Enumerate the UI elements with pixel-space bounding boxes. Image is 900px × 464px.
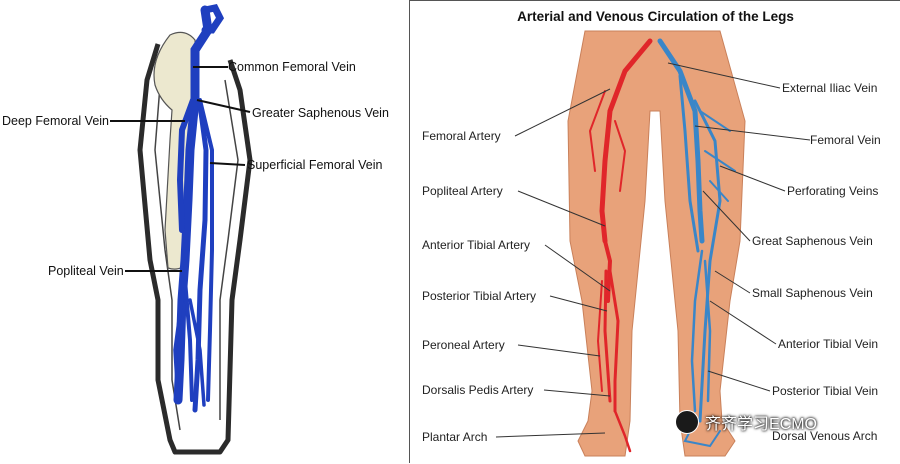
label-posterior-tibial-vein: Posterior Tibial Vein (772, 384, 879, 398)
popliteal-branch-3 (173, 288, 185, 402)
label-common-femoral-vein: Common Femoral Vein (228, 60, 356, 74)
label-femoral-vein: Femoral Vein (810, 133, 881, 147)
peroneal-artery-path (596, 280, 603, 392)
leg-outline-inner-2 (219, 79, 239, 420)
wechat-logo-icon (675, 410, 699, 434)
femoral-vein-path (678, 74, 700, 253)
superficial-femoral-vein-path (192, 102, 209, 413)
legs-skin (567, 30, 746, 457)
vein-group-right (657, 38, 736, 448)
leg-outline (137, 43, 253, 455)
label-dorsalis-pedis-artery: Dorsalis Pedis Artery (422, 383, 534, 397)
right-circulation-diagram: Arterial and Venous Circulation of the L… (409, 0, 900, 463)
small-saphenous-vein-path (690, 249, 704, 413)
watermark: 齐齐学习ECMO (675, 410, 817, 434)
watermark-text: 齐齐学习ECMO (705, 416, 818, 433)
label-anterior-tibial-artery: Anterior Tibial Artery (422, 238, 531, 252)
label-popliteal-artery: Popliteal Artery (422, 184, 503, 198)
common-femoral-vein-path (173, 5, 213, 405)
label-anterior-tibial-vein: Anterior Tibial Vein (778, 337, 879, 351)
posterior-tibial-vein-path (703, 259, 712, 403)
label-great-saphenous-vein: Great Saphenous Vein (752, 234, 873, 248)
external-iliac-vein-path (657, 38, 705, 244)
label-small-saphenous-vein: Small Saphenous Vein (752, 286, 873, 300)
legs-circulation-illustration (495, 30, 811, 457)
label-greater-saphenous-vein: Greater Saphenous Vein (252, 106, 389, 120)
label-superficial-femoral-vein: Superficial Femoral Vein (247, 158, 383, 172)
label-femoral-artery: Femoral Artery (422, 129, 501, 143)
great-saphenous-vein-path (693, 99, 722, 423)
label-plantar-arch: Plantar Arch (422, 430, 488, 444)
anterior-tibial-artery-path (608, 269, 620, 413)
dorsalis-pedis-artery-path (613, 409, 632, 453)
femoral-artery-path (599, 38, 653, 244)
popliteal-branch-1 (183, 278, 194, 402)
vein-group (173, 4, 225, 413)
label-posterior-tibial-artery: Posterior Tibial Artery (422, 289, 537, 303)
leg-outline-inner (154, 59, 181, 431)
label-peroneal-artery: Peroneal Artery (422, 338, 505, 352)
perforating-veins-path (699, 110, 736, 202)
posterior-tibial-artery-path (603, 269, 612, 403)
label-deep-femoral-vein: Deep Femoral Vein (2, 114, 110, 128)
left-vein-diagram: Common Femoral Vein Deep Femoral Vein Gr… (0, 0, 400, 463)
popliteal-artery-path (603, 239, 613, 303)
greater-saphenous-vein-path (198, 98, 214, 402)
leg-vein-illustration (110, 4, 253, 455)
label-popliteal-vein: Popliteal Vein (48, 264, 124, 278)
diagram-title: Arterial and Venous Circulation of the L… (517, 9, 794, 24)
artery-group (588, 38, 653, 453)
deep-femoral-vein-path (176, 97, 196, 233)
label-external-iliac-vein: External Iliac Vein (782, 81, 878, 95)
left-leader-lines (110, 66, 251, 272)
label-dorsal-venous-arch: Dorsal Venous Arch (772, 429, 878, 443)
label-perforating-veins: Perforating Veins (787, 184, 879, 198)
popliteal-branch-2 (188, 298, 206, 407)
right-leader-lines (495, 62, 811, 438)
